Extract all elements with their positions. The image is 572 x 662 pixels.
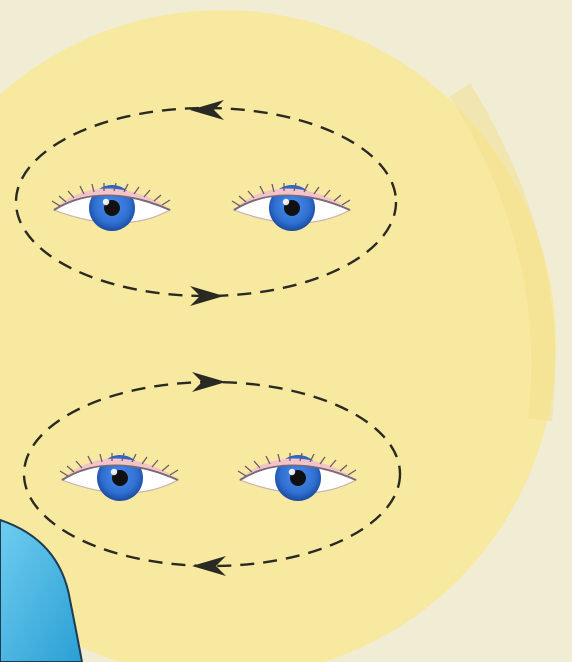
eye-exercise-illustration: [0, 0, 572, 662]
illustration-canvas: [0, 0, 572, 662]
